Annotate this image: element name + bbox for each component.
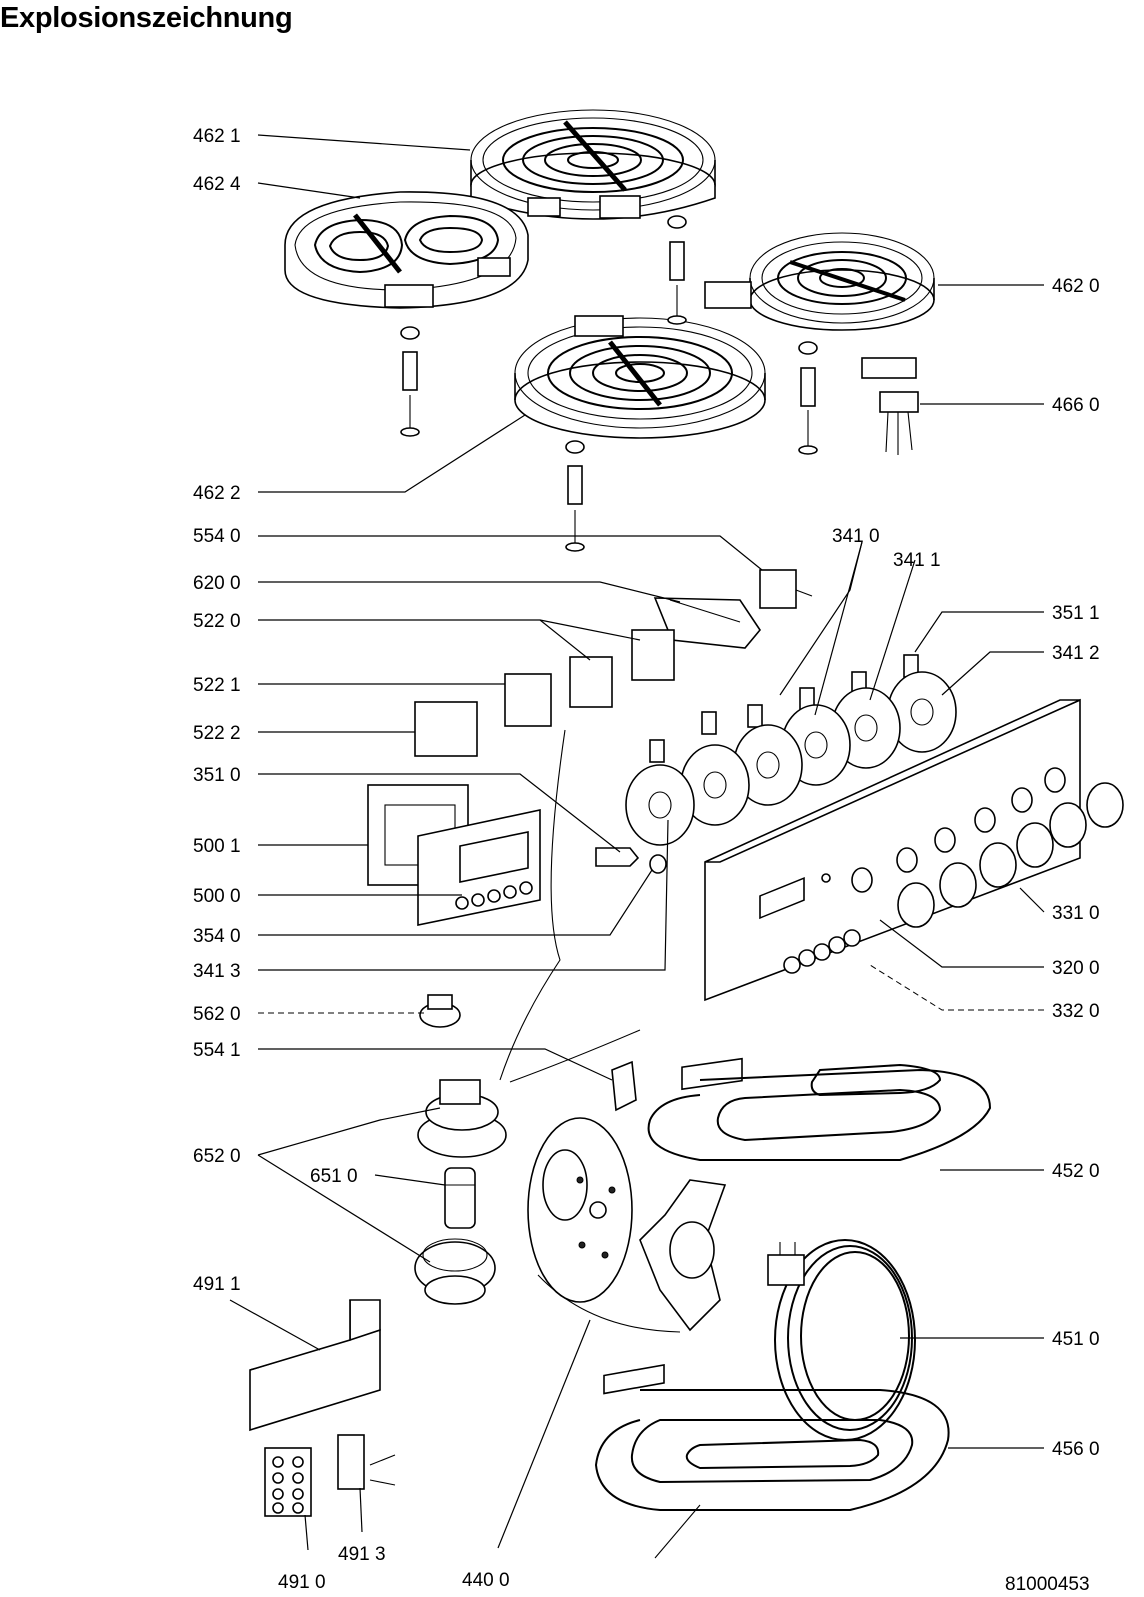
fixing-set-2: [400, 326, 420, 437]
callout-500-1: 500 1: [193, 836, 241, 857]
fixing-set-1: [667, 215, 687, 325]
hotplate-large-rear: [470, 109, 716, 220]
callout-462-1: 462 1: [193, 126, 241, 147]
callout-451-0: 451 0: [1052, 1329, 1100, 1350]
fan-wheel: [639, 1179, 727, 1332]
callout-462-4: 462 4: [193, 174, 241, 195]
callout-491-1: 491 1: [193, 1274, 241, 1295]
fan-cover-arc: [537, 1274, 681, 1333]
callout-462-0: 462 0: [1052, 276, 1100, 297]
callout-351-1: 351 1: [1052, 603, 1100, 624]
push-buttons: [783, 929, 861, 974]
clamp-491-3: [337, 1434, 396, 1490]
leader-lines: [229, 134, 1045, 1551]
callout-456-0: 456 0: [1052, 1439, 1100, 1460]
control-knobs: [897, 782, 1124, 928]
bracket-491-1: [249, 1299, 381, 1432]
callout-554-0: 554 0: [193, 526, 241, 547]
callout-354-0: 354 0: [193, 926, 241, 947]
thermal-cutout-562: [419, 994, 461, 1028]
sensor-554-1: [509, 1029, 641, 1112]
control-panel: [704, 698, 1081, 1002]
callout-341-1: 341 1: [893, 550, 941, 571]
hotplate-medium-front: [514, 315, 766, 439]
oven-lamp-651: [444, 1167, 476, 1229]
drawing-number: 81000453: [1005, 1574, 1090, 1595]
lamp-cover: [414, 1238, 496, 1305]
callout-351-0: 351 0: [193, 765, 241, 786]
indicator-lamps: [649, 654, 919, 763]
capillary-tube: [499, 729, 566, 1081]
callout-620-0: 620 0: [193, 573, 241, 594]
lamp-holder-354: [649, 854, 667, 874]
lamp-housing-652: [417, 1079, 507, 1158]
callout-562-0: 562 0: [193, 1004, 241, 1025]
hotplate-oval-left: [284, 191, 529, 309]
fixing-set-4: [565, 440, 585, 552]
callout-332-0: 332 0: [1052, 1001, 1100, 1022]
callout-440-0: 440 0: [462, 1570, 510, 1591]
callout-652-0: 652 0: [193, 1146, 241, 1167]
terminal-block-491-0: [264, 1447, 312, 1517]
bottom-heating-element-456: [594, 1363, 950, 1559]
bulb-351: [595, 847, 640, 867]
energy-regulators: [414, 629, 675, 757]
callout-462-2: 462 2: [193, 483, 241, 504]
page-title: Explosionszeichnung: [0, 2, 293, 34]
callout-522-1: 522 1: [193, 675, 241, 696]
callout-500-0: 500 0: [193, 886, 241, 907]
fan-motor-440: [527, 1117, 633, 1303]
timer-display: [417, 809, 541, 926]
fixing-set-3: [798, 341, 818, 455]
callout-341-3: 341 3: [193, 961, 241, 982]
callout-491-0: 491 0: [278, 1572, 326, 1593]
top-heating-element-452: [647, 1057, 992, 1161]
terminal-block: [861, 357, 919, 455]
knob-rings: [625, 671, 957, 846]
callout-466-0: 466 0: [1052, 395, 1100, 416]
hotplate-small-right: [704, 232, 935, 331]
callout-651-0: 651 0: [310, 1166, 358, 1187]
callout-320-0: 320 0: [1052, 958, 1100, 979]
callout-labels: 462 1 462 4 462 0 466 0 462 2 554 0 341 …: [193, 126, 1100, 1595]
callout-331-0: 331 0: [1052, 903, 1100, 924]
callout-554-1: 554 1: [193, 1040, 241, 1061]
thermostat-554: [759, 569, 813, 609]
callout-522-2: 522 2: [193, 723, 241, 744]
callout-341-2: 341 2: [1052, 643, 1100, 664]
callout-452-0: 452 0: [1052, 1161, 1100, 1182]
callout-341-0: 341 0: [832, 526, 880, 547]
circular-heating-element-451: [767, 1239, 916, 1441]
callout-522-0: 522 0: [193, 611, 241, 632]
callout-491-3: 491 3: [338, 1544, 386, 1565]
